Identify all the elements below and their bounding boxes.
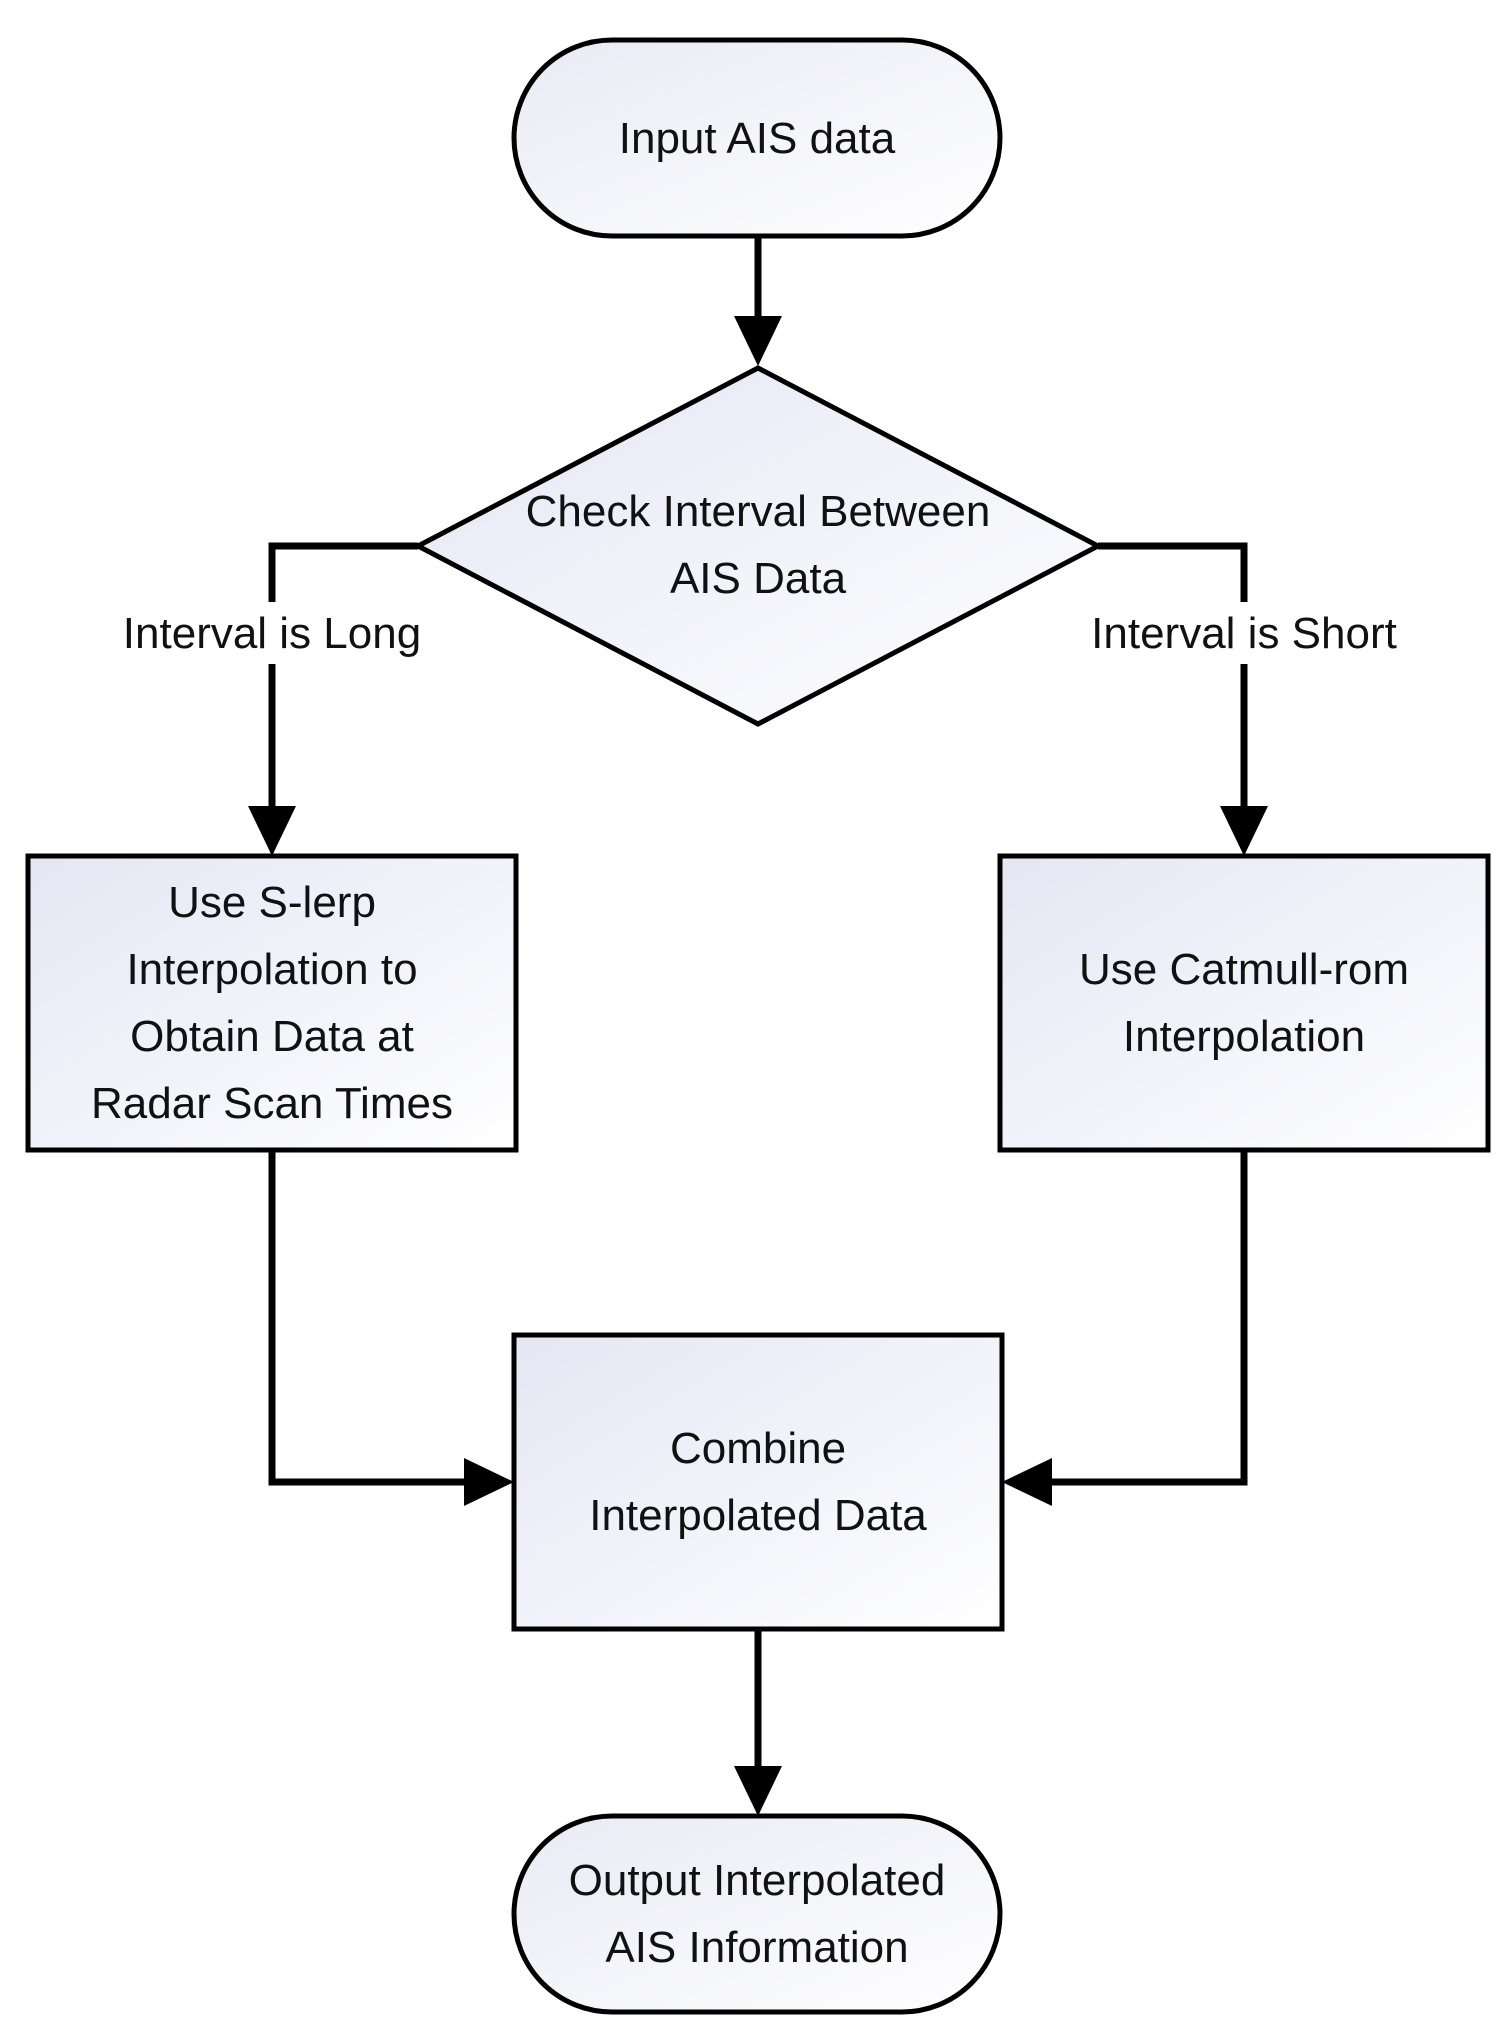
start-label-line: Input AIS data <box>618 113 896 163</box>
start-label: Input AIS data <box>514 40 1000 236</box>
connector-decision-catmull <box>1098 542 1248 602</box>
end-terminator <box>511 1813 1003 2015</box>
slerp-label-line: Obtain Data at <box>130 1012 414 1061</box>
slerp-label-line: Radar Scan Times <box>91 1079 453 1128</box>
arrowhead-to-catmull <box>1220 806 1268 856</box>
connector-slerp-combine <box>268 1150 466 1486</box>
arrowhead-catmull-to-combine <box>1002 1458 1052 1506</box>
arrowhead-to-end <box>734 1766 782 1816</box>
catmull-label: Use Catmull-rom Interpolation <box>1000 856 1488 1150</box>
decision-label-line: Check Interval Between <box>525 487 991 536</box>
arrowhead-slerp-to-combine <box>464 1458 514 1506</box>
arrowhead-to-decision <box>734 316 782 366</box>
arrowhead-to-slerp <box>248 806 296 856</box>
slerp-label-line: Use S-lerp <box>168 878 376 927</box>
connector-decision-slerp <box>268 542 418 602</box>
edge-label-long-text: Interval is Long <box>122 608 422 658</box>
edge-label-short: Interval is Short <box>1044 602 1444 664</box>
edge-label-long: Interval is Long <box>72 602 472 664</box>
decision-diamond <box>412 365 1104 727</box>
slerp-process-box <box>25 853 519 1153</box>
combine-label: Combine Interpolated Data <box>514 1335 1002 1629</box>
edge-label-short-text: Interval is Short <box>1091 608 1397 658</box>
slerp-label: Use S-lerp Interpolation to Obtain Data … <box>28 856 516 1150</box>
catmull-label-line: Use Catmull-rom <box>1078 945 1410 994</box>
combine-label-line: Combine <box>669 1424 847 1473</box>
decision-label: Check Interval Between AIS Data <box>458 478 1058 612</box>
decision-label-line: AIS Data <box>669 554 847 603</box>
end-label-line: Output Interpolated <box>568 1856 946 1905</box>
connector-catmull-combine <box>1050 1150 1248 1486</box>
combine-label-line: Interpolated Data <box>589 1491 927 1540</box>
end-label-line: AIS Information <box>605 1923 909 1972</box>
catmull-label-line: Interpolation <box>1122 1012 1366 1061</box>
end-label: Output Interpolated AIS Information <box>514 1816 1000 2012</box>
slerp-label-line: Interpolation to <box>126 945 418 994</box>
